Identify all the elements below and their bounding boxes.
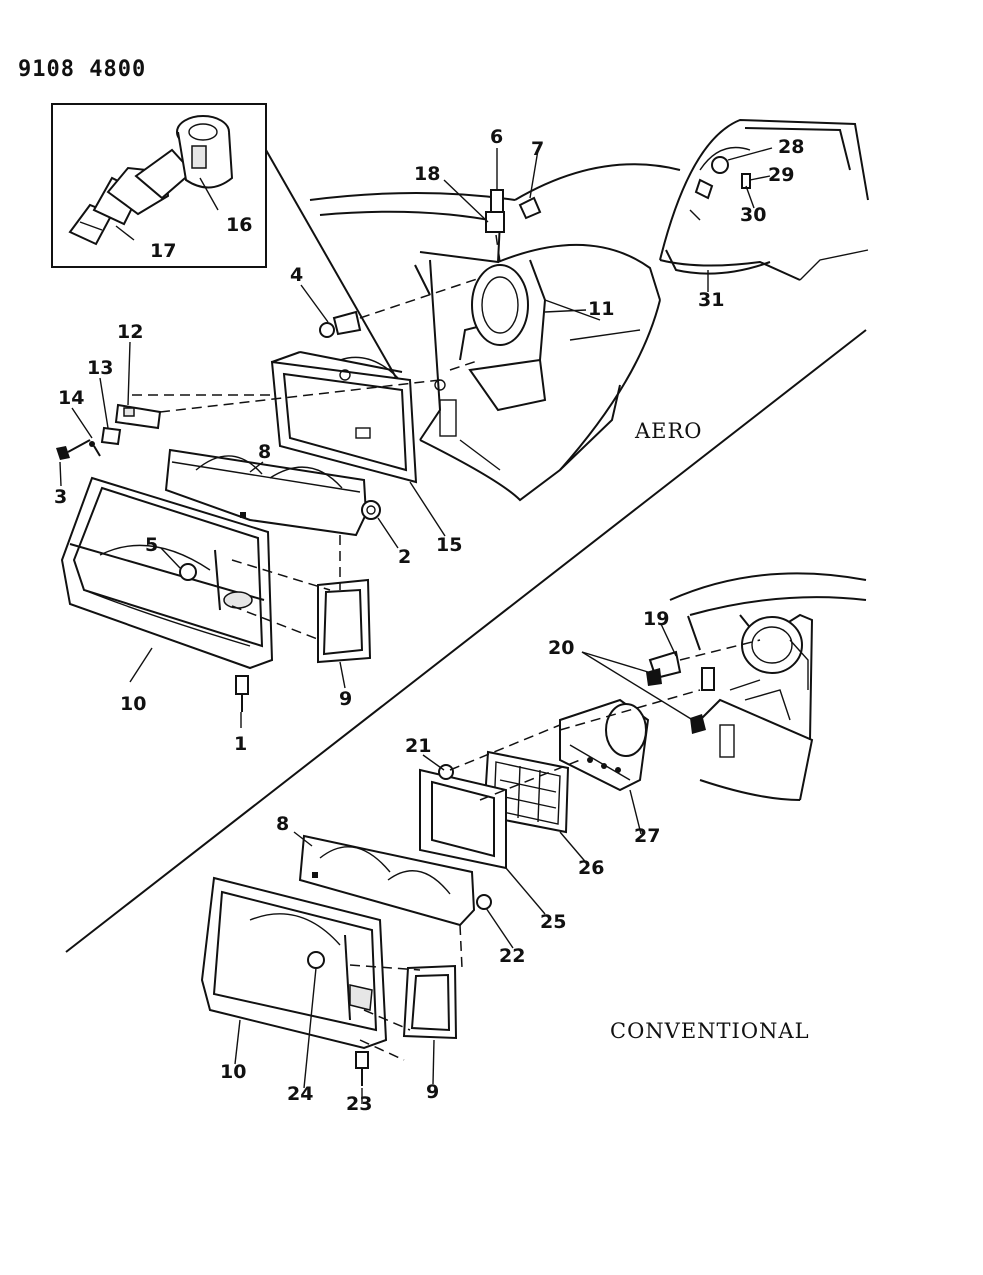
callout-9-aero: 9 — [339, 688, 352, 710]
bulb-socket-16 — [176, 115, 234, 189]
callout-8-aero: 8 — [258, 441, 271, 463]
callout-1: 1 — [234, 733, 247, 755]
callout-31: 31 — [698, 289, 724, 311]
callout-6: 6 — [490, 126, 503, 148]
callout-22: 22 — [499, 945, 525, 967]
callout-28: 28 — [778, 136, 804, 158]
halogen-bulb-17 — [68, 148, 194, 246]
callout-2: 2 — [398, 546, 411, 568]
callout-19: 19 — [643, 608, 669, 630]
callout-5: 5 — [145, 534, 158, 556]
callout-15: 15 — [436, 534, 462, 556]
callout-18: 18 — [414, 163, 440, 185]
callout-10-aero: 10 — [120, 693, 146, 715]
aero-headlamp-door-10 — [60, 476, 274, 670]
callout-23: 23 — [346, 1093, 372, 1115]
section-divider — [65, 329, 867, 953]
conventional-headlamp-door-10 — [200, 876, 388, 1050]
callout-29: 29 — [768, 164, 794, 186]
conventional-leader-lines — [349, 639, 761, 1061]
aero-headlamp-15 — [270, 351, 418, 484]
callout-8-conventional: 8 — [276, 813, 289, 835]
aero-vehicle-body — [309, 163, 681, 502]
callout-16: 16 — [226, 214, 252, 236]
callout-10-conventional: 10 — [220, 1061, 246, 1083]
document-id: 9108 4800 — [18, 57, 146, 82]
conventional-vehicle-body — [669, 572, 867, 801]
aero-headlamp-bezel-8 — [164, 448, 368, 537]
variant-label-conventional: CONVENTIONAL — [610, 1019, 810, 1043]
callout-25: 25 — [540, 911, 566, 933]
conventional-housing-27 — [559, 698, 650, 792]
callout-3: 3 — [54, 486, 67, 508]
callout-30: 30 — [740, 204, 766, 226]
aero-hood-inset — [659, 118, 869, 281]
aero-hardware — [56, 189, 542, 712]
conventional-side-marker-9 — [402, 964, 458, 1040]
callout-11: 11 — [588, 298, 614, 320]
callout-24: 24 — [287, 1083, 313, 1105]
callout-17: 17 — [150, 240, 176, 262]
conventional-bezel-8 — [298, 834, 476, 927]
callout-12: 12 — [117, 321, 143, 343]
callout-numbers: 1 2 3 4 5 6 7 8 9 10 11 12 13 14 15 16 1… — [54, 126, 804, 1115]
callout-4: 4 — [290, 264, 303, 286]
conventional-hardware — [355, 650, 715, 1086]
callout-leaders — [59, 147, 773, 1104]
callout-27: 27 — [634, 825, 660, 847]
callout-21: 21 — [405, 735, 431, 757]
callout-20: 20 — [548, 637, 574, 659]
callout-13: 13 — [87, 357, 113, 379]
variant-label-aero: AERO — [634, 419, 703, 443]
callout-9-conventional: 9 — [426, 1081, 439, 1103]
callout-14: 14 — [58, 387, 84, 409]
callout-7: 7 — [531, 138, 544, 160]
bulb-inset — [51, 103, 407, 396]
aero-side-marker-9 — [317, 578, 372, 664]
aero-leader-lines — [132, 234, 501, 641]
callout-26: 26 — [578, 857, 604, 879]
